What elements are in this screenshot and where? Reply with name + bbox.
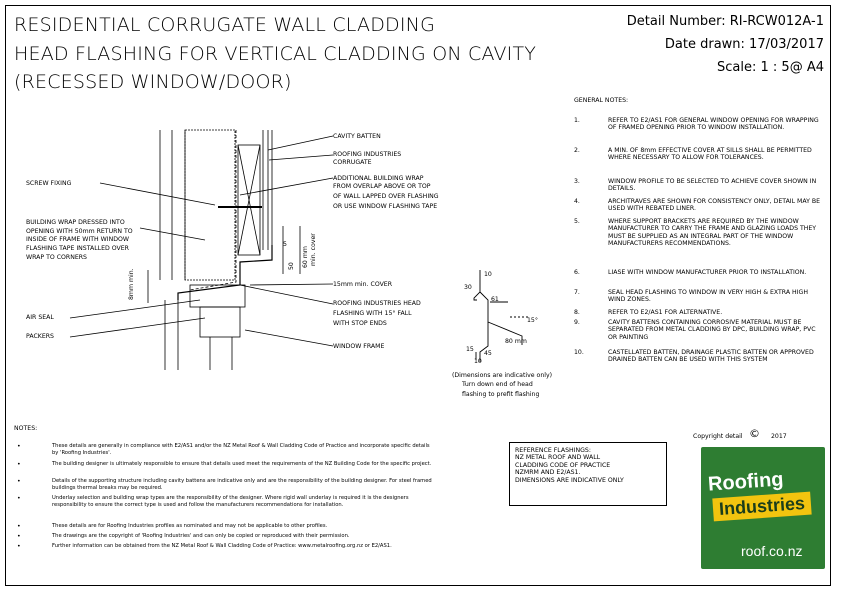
roofing-industries-logo: Roofing Industries roof.co.nz xyxy=(701,447,825,569)
profile-dim-10-bot: 10 xyxy=(474,358,482,365)
label-bw-4: FLASHING TAPE INSTALLED OVER xyxy=(26,245,129,252)
general-notes-heading: GENERAL NOTES: xyxy=(574,97,629,104)
profile-dim-30: 30 xyxy=(464,284,472,291)
dim-min-cover: min. cover xyxy=(310,233,317,266)
label-wrap-4: OR USE WINDOW FLASHING TAPE xyxy=(333,203,438,210)
date-drawn: Date drawn: 17/03/2017 xyxy=(664,37,824,52)
label-cover-15: 15mm min. COVER xyxy=(333,281,393,288)
copyright-icon: © xyxy=(749,427,760,440)
title-line-2: HEAD FLASHING FOR VERTICAL CLADDING ON C… xyxy=(14,43,537,65)
dim-60: 60 mm xyxy=(302,246,309,268)
profile-dim-15: 15 xyxy=(466,346,474,353)
label-bw-2: OPENING WITH 50mm RETURN TO xyxy=(26,228,133,235)
scale: Scale: 1 : 5@ A4 xyxy=(717,60,824,75)
reference-line-1: REFERENCE FLASHINGS: xyxy=(515,447,591,454)
copyright-text: Copyright detail xyxy=(693,433,743,440)
profile-dim-10-top: 10 xyxy=(484,271,492,278)
detail-number: Detail Number: RI-RCW012A-1 xyxy=(626,14,824,29)
label-wrap-2: FROM OVERLAP ABOVE OR TOP xyxy=(333,183,431,190)
label-bw-3: INSIDE OF FRAME WITH WINDOW xyxy=(26,236,129,243)
label-corrugate-1: ROOFING INDUSTRIES xyxy=(333,151,402,158)
reference-flashings-box: REFERENCE FLASHINGS: NZ METAL ROOF AND W… xyxy=(509,442,667,506)
title-line-1: RESIDENTIAL CORRUGATE WALL CLADDING xyxy=(14,14,436,36)
label-air-seal: AIR SEAL xyxy=(26,314,54,321)
dim-50: 50 xyxy=(288,262,295,270)
reference-line-5: DIMENSIONS ARE INDICATIVE ONLY xyxy=(515,476,624,484)
profile-caption-1: (Dimensions are indicative only) xyxy=(452,372,553,379)
label-wrap-1: ADDITIONAL BUILDING WRAP xyxy=(333,175,424,182)
logo-text-url: roof.co.nz xyxy=(741,543,803,559)
label-cavity-batten: CAVITY BATTEN xyxy=(333,133,381,140)
label-window-frame: WINDOW FRAME xyxy=(333,343,385,350)
label-packers: PACKERS xyxy=(26,333,54,340)
copyright-year: 2017 xyxy=(771,433,787,440)
profile-caption-3: flashing to prefit flashing xyxy=(462,391,540,398)
notes-heading: NOTES: xyxy=(14,425,38,432)
profile-dim-15deg: 15° xyxy=(527,317,538,324)
reference-line-3: CLADDING CODE OF PRACTICE xyxy=(515,461,611,469)
logo-text-industries: Industries xyxy=(712,491,812,522)
drawing-border xyxy=(5,5,831,586)
title-line-3: (RECESSED WINDOW/DOOR) xyxy=(14,71,292,93)
profile-caption-2: Turn down end of head xyxy=(462,381,533,388)
label-screw-fixing: SCREW FIXING xyxy=(26,180,72,187)
label-head-1: ROOFING INDUSTRIES HEAD xyxy=(333,300,421,307)
profile-dim-80: 80 mm xyxy=(505,338,527,345)
logo-text-roofing: Roofing xyxy=(707,468,785,496)
reference-line-4: NZMRM AND E2/AS1. xyxy=(515,469,581,477)
dim-5: 5 xyxy=(283,241,287,248)
profile-dim-61: 61 xyxy=(491,296,499,303)
label-wrap-3: OF WALL LAPPED OVER FLASHING xyxy=(333,193,439,200)
profile-dim-45: 45 xyxy=(484,350,492,357)
label-corrugate-2: CORRUGATE xyxy=(333,159,372,166)
label-bw-1: BUILDING WRAP DRESSED INTO xyxy=(26,219,125,226)
reference-line-2: NZ METAL ROOF AND WALL xyxy=(515,454,601,462)
dim-8mm: 8mm min. xyxy=(128,268,135,300)
label-head-3: WITH STOP ENDS xyxy=(333,320,387,327)
label-head-2: FLASHING WITH 15° FALL xyxy=(333,310,412,317)
label-bw-5: WRAP TO CORNERS xyxy=(26,254,87,261)
